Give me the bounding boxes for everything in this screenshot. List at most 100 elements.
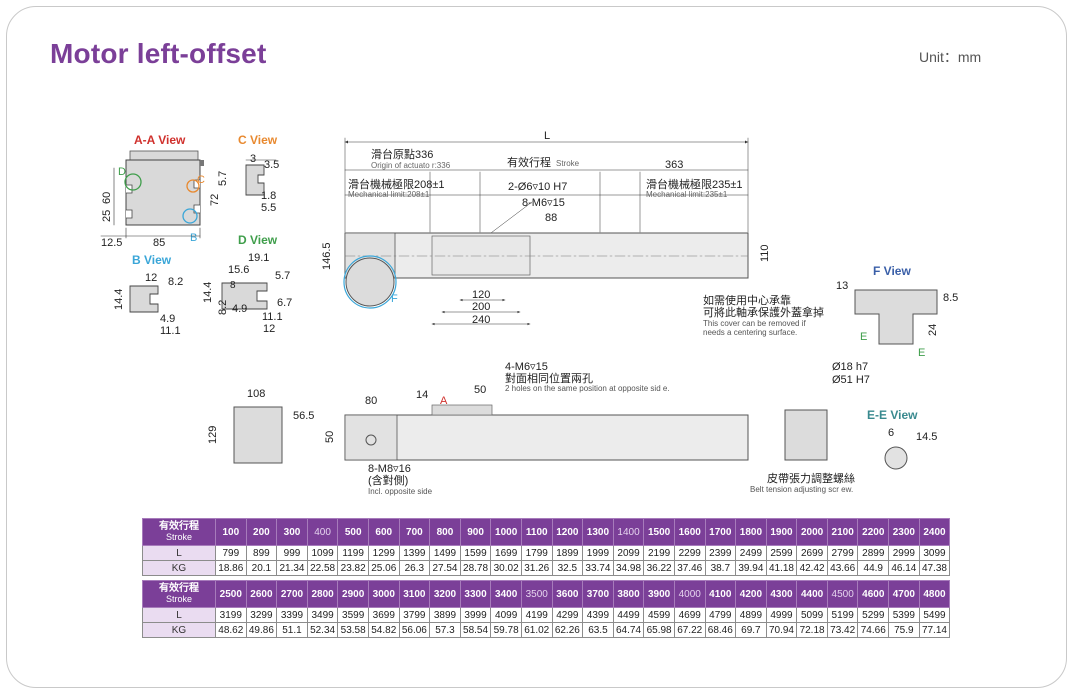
weight-cell: 69.7 — [735, 622, 767, 638]
d-dim-5-7: 5.7 — [275, 270, 290, 282]
length-cell: 5499 — [918, 607, 951, 623]
f-dim-d51: Ø51 H7 — [832, 374, 870, 386]
stroke-cell: 200 — [245, 518, 278, 546]
dim-l: L — [544, 130, 550, 142]
f-view-label: F View — [873, 264, 911, 278]
length-cell: 3299 — [245, 607, 278, 623]
holes-m6: 8-M6▿15 — [522, 197, 565, 209]
stroke-zh: 有效行程 — [507, 155, 551, 169]
stroke-cell: 4700 — [888, 580, 920, 608]
length-cell: 4299 — [551, 607, 584, 623]
weight-cell: 21.34 — [276, 560, 308, 576]
length-cell: 5199 — [826, 607, 859, 623]
stroke-cell: 3200 — [429, 580, 461, 608]
table2-header-label: 有效行程 Stroke — [142, 580, 216, 608]
weight-cell: 23.82 — [337, 560, 369, 576]
weight-cell: 75.9 — [888, 622, 920, 638]
d-dim-4-9: 4.9 — [232, 303, 247, 315]
length-cell: 899 — [245, 545, 278, 561]
length-cell: 1799 — [520, 545, 553, 561]
weight-cell: 59.78 — [490, 622, 522, 638]
weight-cell: 53.58 — [337, 622, 369, 638]
side-m6-en: 2 holes on the same position at opposite… — [505, 384, 670, 393]
stroke-cell: 2500 — [215, 580, 247, 608]
weight-cell: 26.3 — [398, 560, 431, 576]
weight-cell: 54.82 — [367, 622, 400, 638]
weight-cell: 37.46 — [673, 560, 706, 576]
weight-cell: 25.06 — [367, 560, 400, 576]
weight-cell: 57.3 — [429, 622, 461, 638]
dim-240: 240 — [472, 314, 490, 326]
f-dim-d18: Ø18 h7 — [832, 361, 868, 373]
length-cell: 2599 — [765, 545, 798, 561]
length-cell: 3499 — [306, 607, 339, 623]
weight-cell: 74.66 — [857, 622, 890, 638]
ee-dim-6: 6 — [888, 427, 894, 439]
weight-cell: 30.02 — [490, 560, 522, 576]
length-cell: 3099 — [918, 545, 951, 561]
stroke-cell: 4200 — [735, 580, 767, 608]
length-cell: 2299 — [673, 545, 706, 561]
side-dim-129: 129 — [207, 426, 219, 444]
stroke-cell: 3700 — [582, 580, 614, 608]
aa-dim-85: 85 — [153, 237, 165, 249]
stroke-cell: 400 — [306, 518, 339, 546]
length-cell: 4599 — [643, 607, 675, 623]
side-dim-50a: 50 — [474, 384, 486, 396]
length-cell: 3699 — [367, 607, 400, 623]
length-cell: 4999 — [765, 607, 798, 623]
weight-cell: 65.98 — [643, 622, 675, 638]
stroke-cell: 2700 — [276, 580, 308, 608]
stroke-cell: 1000 — [490, 518, 522, 546]
d-dim-19-1: 19.1 — [248, 252, 269, 264]
weight-cell: 58.54 — [459, 622, 492, 638]
aa-dim-72: 72 — [209, 194, 221, 206]
b-dim-11-1: 11.1 — [160, 325, 181, 337]
f-note-zh1: 如需使用中心承靠 — [703, 293, 791, 307]
stroke-cell: 1100 — [520, 518, 553, 546]
stroke-cell: 3000 — [367, 580, 400, 608]
weight-cell: 34.98 — [612, 560, 645, 576]
weight-cell: 43.66 — [826, 560, 859, 576]
aa-marker-b: B — [190, 232, 197, 244]
length-cell: 4899 — [735, 607, 767, 623]
stroke-cell: 3500 — [520, 580, 553, 608]
d-view-label: D View — [238, 233, 278, 247]
stroke-cell: 700 — [398, 518, 431, 546]
aa-dim-60: 60 — [101, 192, 113, 204]
aa-view: A-A View D C B 60 25 72 12.5 85 — [100, 133, 221, 249]
weight-cell: 63.5 — [582, 622, 614, 638]
stroke-cell: 3800 — [612, 580, 645, 608]
stroke-cell: 2200 — [857, 518, 890, 546]
table1-header-label: 有效行程 Stroke — [142, 518, 216, 546]
side-dim-80: 80 — [365, 395, 377, 407]
weight-cell: 64.74 — [612, 622, 645, 638]
d-dim-14-4: 14.4 — [202, 282, 214, 303]
f-marker-e1: E — [860, 331, 867, 343]
weight-cell: 67.22 — [673, 622, 706, 638]
origin-en: Origin of actuato r:336 — [371, 161, 451, 170]
d-dim-6-7: 6.7 — [277, 297, 292, 309]
d-dim-11-1: 11.1 — [262, 311, 283, 323]
ee-view: E-E View 6 14.5 — [867, 408, 937, 470]
c-dim-3-5: 3.5 — [264, 159, 279, 171]
stroke-cell: 3400 — [490, 580, 522, 608]
table1-l-label: L — [142, 545, 216, 561]
length-cell: 3999 — [459, 607, 492, 623]
weight-cell: 47.38 — [918, 560, 951, 576]
weight-cell: 68.46 — [704, 622, 737, 638]
weight-cell: 61.02 — [520, 622, 553, 638]
origin-zh: 滑台原點336 — [371, 147, 433, 161]
length-cell: 4499 — [612, 607, 645, 623]
f-marker-e2: E — [918, 347, 925, 359]
dim-146-5: 146.5 — [321, 242, 333, 270]
weight-cell: 28.78 — [459, 560, 492, 576]
d-dim-12: 12 — [263, 323, 275, 335]
weight-cell: 44.9 — [857, 560, 890, 576]
weight-cell: 39.94 — [735, 560, 767, 576]
length-cell: 3399 — [276, 607, 308, 623]
stroke-cell: 3600 — [551, 580, 584, 608]
